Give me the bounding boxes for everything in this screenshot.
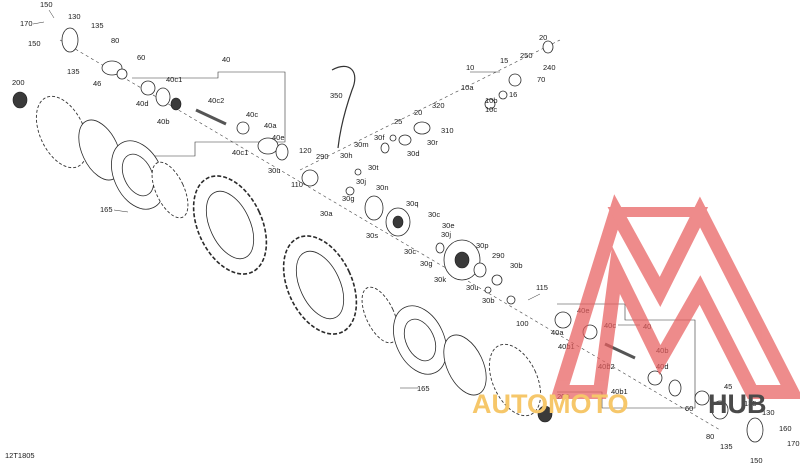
label-30k: 30k [434, 275, 446, 284]
label-10b: 10b [485, 96, 498, 105]
label-30t: 30t [368, 163, 379, 172]
label-240: 240 [543, 63, 556, 72]
watermark-brand-right: HUB [708, 389, 767, 419]
label-30s: 30s [366, 231, 378, 240]
label-30g-b: 30g [420, 259, 433, 268]
small-parts [12, 27, 764, 443]
label-30j-b: 30j [441, 230, 451, 239]
label-120: 120 [299, 146, 312, 155]
label-40c2: 40c2 [208, 96, 224, 105]
label-60: 60 [137, 53, 145, 62]
rear-wheel-right [282, 235, 542, 417]
label-25: 25 [394, 117, 402, 126]
label-60-b: 60 [685, 404, 693, 413]
label-30g: 30g [342, 194, 355, 203]
label-30d: 30d [407, 149, 420, 158]
label-30r: 30r [427, 138, 438, 147]
label-40a-b: 40a [551, 328, 564, 337]
label-30b-b: 30b [482, 296, 495, 305]
part-labels: 150 170 130 135 150 80 135 60 46 40 40c1… [12, 0, 800, 464]
label-150: 150 [40, 0, 53, 9]
label-46: 46 [93, 79, 101, 88]
label-160: 160 [779, 424, 792, 433]
label-16: 16 [509, 90, 517, 99]
label-290b: 290 [492, 251, 505, 260]
label-40b: 40b [157, 117, 170, 126]
label-30c-b: 30c [404, 247, 416, 256]
differential-housing [364, 121, 481, 281]
label-350: 350 [330, 91, 343, 100]
label-40e: 40e [272, 133, 285, 142]
label-30p: 30p [476, 241, 489, 250]
label-30e: 30e [442, 221, 455, 230]
label-30c: 30c [428, 210, 440, 219]
label-40b1-b: 40b1 [611, 387, 628, 396]
label-170: 170 [20, 19, 33, 28]
watermark-brand-left: AUTOMOTO [472, 389, 629, 419]
label-30n: 30n [376, 183, 389, 192]
label-80-b: 80 [706, 432, 714, 441]
label-30q: 30q [406, 199, 419, 208]
label-10: 10 [466, 63, 474, 72]
assembly-axis-line-2 [299, 39, 561, 171]
leader-lines [32, 9, 640, 389]
label-250: 250 [520, 51, 533, 60]
label-135-d: 135 [720, 442, 733, 451]
label-110: 110 [291, 180, 303, 189]
label-70: 70 [537, 75, 545, 84]
label-30m: 30m [354, 140, 369, 149]
label-135: 135 [91, 21, 104, 30]
label-200: 200 [12, 78, 25, 87]
label-10c: 10c [485, 105, 497, 114]
label-170-b: 170 [787, 439, 800, 448]
label-40c1: 40c1 [166, 75, 182, 84]
label-30u: 30u [268, 166, 281, 175]
label-30h: 30h [340, 151, 353, 160]
label-40c1b: 40c1 [232, 148, 248, 157]
label-150-c: 150 [750, 456, 763, 464]
label-20b: 20 [539, 33, 547, 42]
label-80: 80 [111, 36, 119, 45]
label-135-c: 135 [744, 399, 757, 408]
label-15: 15 [500, 56, 508, 65]
label-10a: 10a [461, 83, 474, 92]
figure-code: 12T1805 [5, 451, 35, 460]
label-150b: 150 [28, 39, 41, 48]
label-45: 45 [724, 382, 732, 391]
label-40d: 40d [136, 99, 149, 108]
label-100: 100 [516, 319, 529, 328]
label-130: 130 [68, 12, 81, 21]
label-40: 40 [222, 55, 230, 64]
label-40b1: 40b1 [558, 342, 575, 351]
label-40c: 40c [246, 110, 258, 119]
label-30j: 30j [356, 177, 366, 186]
label-165: 165 [100, 205, 113, 214]
rear-wheel-left [35, 95, 268, 275]
label-165-b: 165 [417, 384, 430, 393]
label-310: 310 [441, 126, 454, 135]
label-130-b: 130 [762, 408, 775, 417]
label-30a: 30a [320, 209, 333, 218]
label-20: 20 [414, 108, 422, 117]
automotohub-logo-watermark [550, 194, 800, 399]
label-135b: 135 [67, 67, 80, 76]
label-30u-b: 30u [466, 283, 479, 292]
label-40a: 40a [264, 121, 277, 130]
label-115: 115 [536, 283, 548, 292]
label-290: 290 [316, 152, 329, 161]
label-30b: 30b [510, 261, 523, 270]
label-320: 320 [432, 101, 445, 110]
label-30f: 30f [374, 133, 385, 142]
detail-box-top [132, 71, 286, 157]
